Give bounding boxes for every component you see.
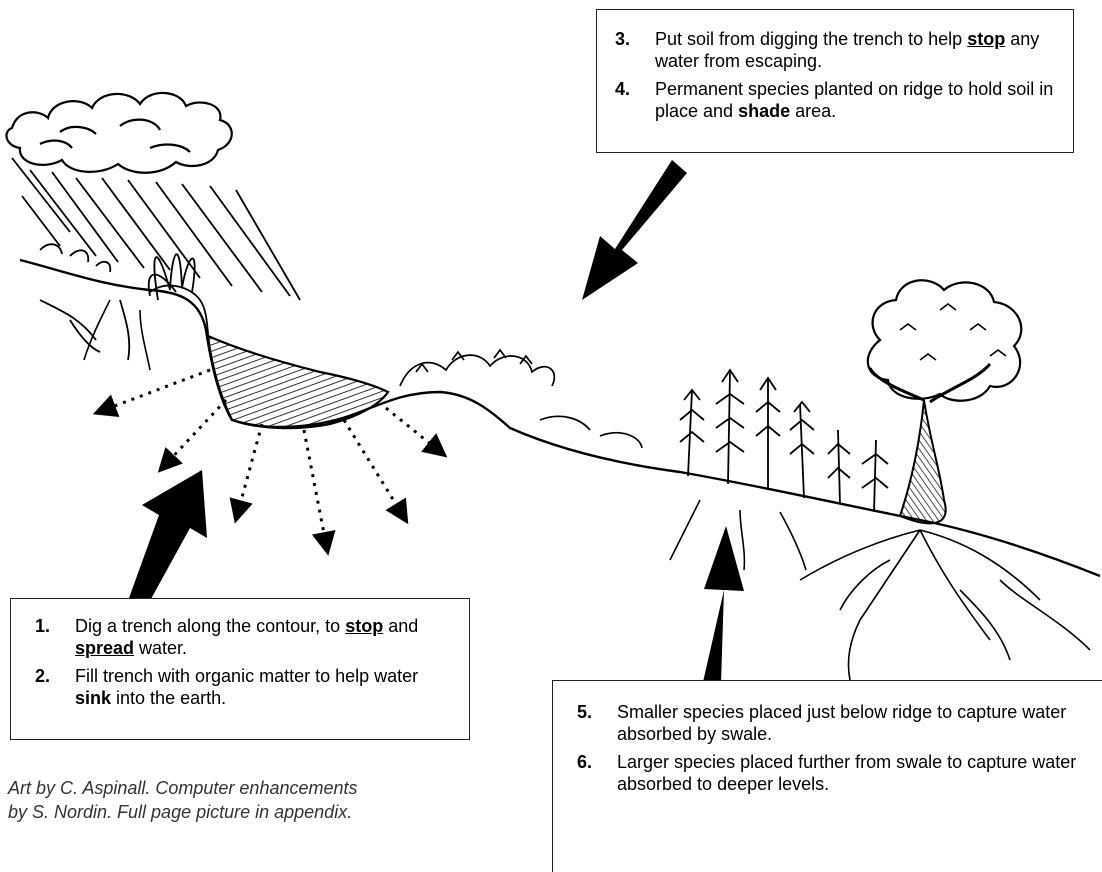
callout-list: 3.Put soil from digging the trench to he… bbox=[615, 28, 1063, 122]
step-number: 4. bbox=[615, 78, 655, 122]
step-text: Larger species placed further from swale… bbox=[617, 751, 1092, 795]
step-text-part: area. bbox=[790, 101, 836, 121]
step-number: 5. bbox=[577, 701, 617, 745]
tree-icon bbox=[868, 280, 1021, 523]
callout-list: 1.Dig a trench along the contour, to sto… bbox=[35, 615, 459, 709]
emphasis-word: sink bbox=[75, 688, 111, 708]
step-text: Dig a trench along the contour, to stop … bbox=[75, 615, 459, 659]
emphasis-word: spread bbox=[75, 638, 134, 658]
callout-step: 3.Put soil from digging the trench to he… bbox=[615, 28, 1063, 72]
emphasis-word: stop bbox=[967, 29, 1005, 49]
callout-box-top: 3.Put soil from digging the trench to he… bbox=[596, 9, 1074, 153]
step-number: 2. bbox=[35, 665, 75, 709]
step-text-part: Fill trench with organic matter to help … bbox=[75, 666, 418, 686]
callout-step: 6.Larger species placed further from swa… bbox=[577, 751, 1092, 795]
callout-list: 5.Smaller species placed just below ridg… bbox=[577, 701, 1092, 795]
maize-plants bbox=[680, 370, 888, 512]
step-text: Smaller species placed just below ridge … bbox=[617, 701, 1092, 745]
callout-box-right: 5.Smaller species placed just below ridg… bbox=[552, 680, 1102, 872]
step-text-part: Put soil from digging the trench to help bbox=[655, 29, 967, 49]
rain-lines bbox=[12, 158, 300, 300]
callout-step: 2.Fill trench with organic matter to hel… bbox=[35, 665, 459, 709]
step-text-part: Permanent species planted on ridge to ho… bbox=[655, 79, 1053, 121]
step-text-part: into the earth. bbox=[111, 688, 226, 708]
callout-step: 1.Dig a trench along the contour, to sto… bbox=[35, 615, 459, 659]
step-text: Fill trench with organic matter to help … bbox=[75, 665, 459, 709]
step-text-part: Larger species placed further from swale… bbox=[617, 752, 1076, 794]
step-text-part: and bbox=[383, 616, 418, 636]
callout-box-left: 1.Dig a trench along the contour, to sto… bbox=[10, 598, 470, 740]
step-text: Put soil from digging the trench to help… bbox=[655, 28, 1063, 72]
step-text-part: water. bbox=[134, 638, 187, 658]
callout-step: 4.Permanent species planted on ridge to … bbox=[615, 78, 1063, 122]
left-ridge bbox=[40, 244, 212, 362]
emphasis-word: stop bbox=[345, 616, 383, 636]
step-number: 6. bbox=[577, 751, 617, 795]
trench-organic-matter bbox=[208, 336, 388, 428]
step-text: Permanent species planted on ridge to ho… bbox=[655, 78, 1063, 122]
step-text-part: Dig a trench along the contour, to bbox=[75, 616, 345, 636]
emphasis-word: shade bbox=[738, 101, 790, 121]
step-text-part: Smaller species placed just below ridge … bbox=[617, 702, 1066, 744]
step-number: 3. bbox=[615, 28, 655, 72]
step-number: 1. bbox=[35, 615, 75, 659]
cloud-icon bbox=[6, 93, 231, 173]
callout-step: 5.Smaller species placed just below ridg… bbox=[577, 701, 1092, 745]
art-credit: Art by C. Aspinall. Computer enhancement… bbox=[8, 776, 368, 824]
